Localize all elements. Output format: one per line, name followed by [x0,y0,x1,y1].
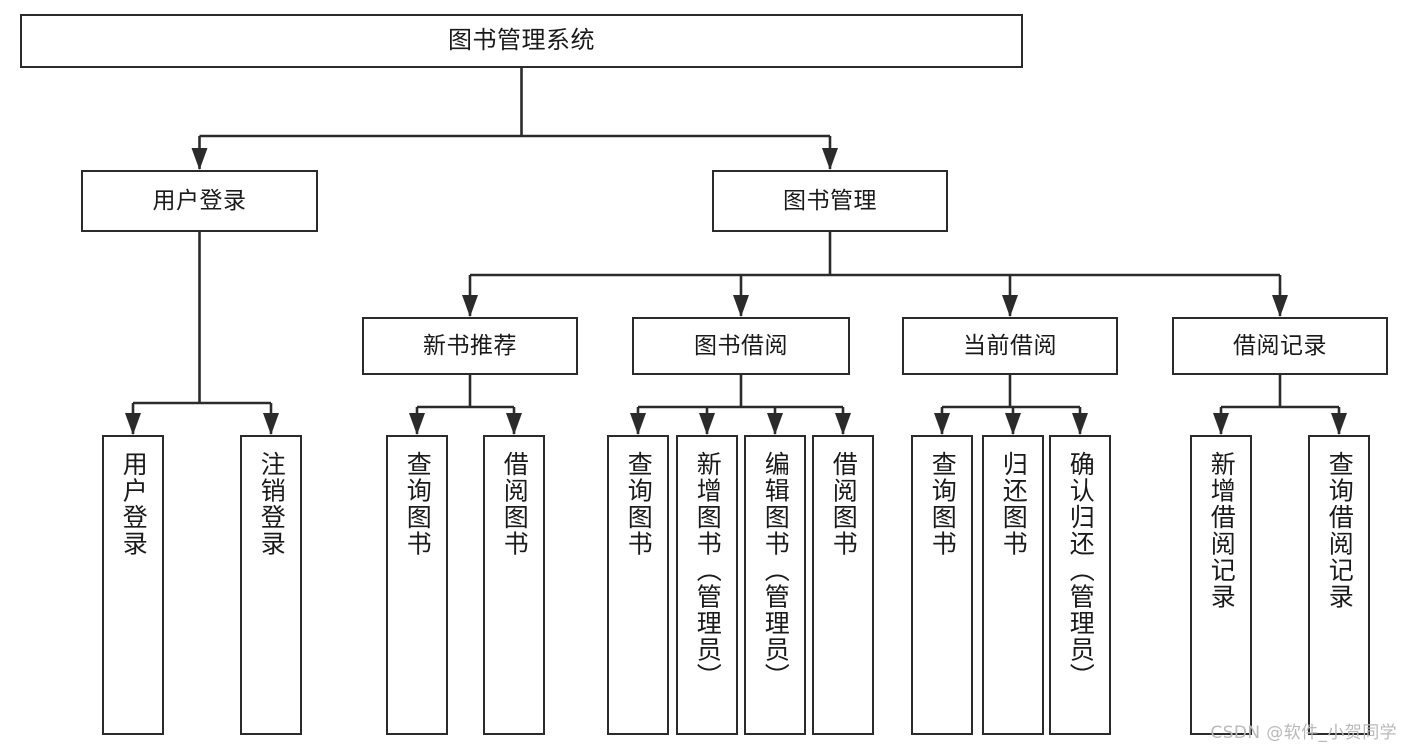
leaf-query-books-borrowing-label: 查询图书 [624,451,654,557]
node-borrow-records-label: 借阅记录 [1233,332,1327,359]
node-book-borrowing-label: 图书借阅 [694,332,788,359]
leaf-confirm-return-admin[interactable]: 确认归还（管理员） [1049,435,1111,735]
leaf-borrow-books-borrowing[interactable]: 借阅图书 [812,435,874,735]
leaf-query-books-current-label: 查询图书 [928,451,958,557]
node-new-book-recommendation-label: 新书推荐 [423,332,517,359]
leaf-logout[interactable]: 注销登录 [240,435,302,735]
leaf-return-books-label: 归还图书 [999,451,1029,557]
leaf-return-books[interactable]: 归还图书 [982,435,1044,735]
leaf-user-login-label: 用户登录 [119,451,149,557]
node-book-borrowing[interactable]: 图书借阅 [632,317,850,375]
leaf-add-book-admin[interactable]: 新增图书（管理员） [676,435,738,735]
node-new-book-recommendation[interactable]: 新书推荐 [362,317,578,375]
leaf-edit-book-admin-label: 编辑图书（管理员） [761,451,791,690]
leaf-query-borrow-record[interactable]: 查询借阅记录 [1308,435,1370,735]
leaf-borrow-books-recommendation-label: 借阅图书 [500,451,530,557]
leaf-query-books-current[interactable]: 查询图书 [911,435,973,735]
node-borrow-records[interactable]: 借阅记录 [1172,317,1388,375]
leaf-add-book-admin-label: 新增图书（管理员） [693,451,723,690]
node-book-management-label: 图书管理 [783,187,877,214]
node-root-label: 图书管理系统 [448,26,595,55]
node-current-borrowing-label: 当前借阅 [963,332,1057,359]
leaf-borrow-books-recommendation[interactable]: 借阅图书 [483,435,545,735]
node-user-login[interactable]: 用户登录 [81,170,318,232]
leaf-confirm-return-admin-label: 确认归还（管理员） [1066,451,1096,690]
leaf-query-borrow-record-label: 查询借阅记录 [1325,451,1355,610]
leaf-logout-label: 注销登录 [257,451,287,557]
node-book-management[interactable]: 图书管理 [712,170,948,232]
leaf-query-books-recommendation-label: 查询图书 [403,451,433,557]
leaf-query-books-recommendation[interactable]: 查询图书 [386,435,448,735]
node-user-login-label: 用户登录 [152,187,247,214]
leaf-borrow-books-borrowing-label: 借阅图书 [829,451,859,557]
node-current-borrowing[interactable]: 当前借阅 [902,317,1118,375]
leaf-user-login[interactable]: 用户登录 [102,435,164,735]
leaf-query-books-borrowing[interactable]: 查询图书 [607,435,669,735]
node-root[interactable]: 图书管理系统 [20,14,1023,68]
leaf-add-borrow-record-label: 新增借阅记录 [1207,451,1237,610]
leaf-edit-book-admin[interactable]: 编辑图书（管理员） [744,435,806,735]
leaf-add-borrow-record[interactable]: 新增借阅记录 [1190,435,1252,735]
